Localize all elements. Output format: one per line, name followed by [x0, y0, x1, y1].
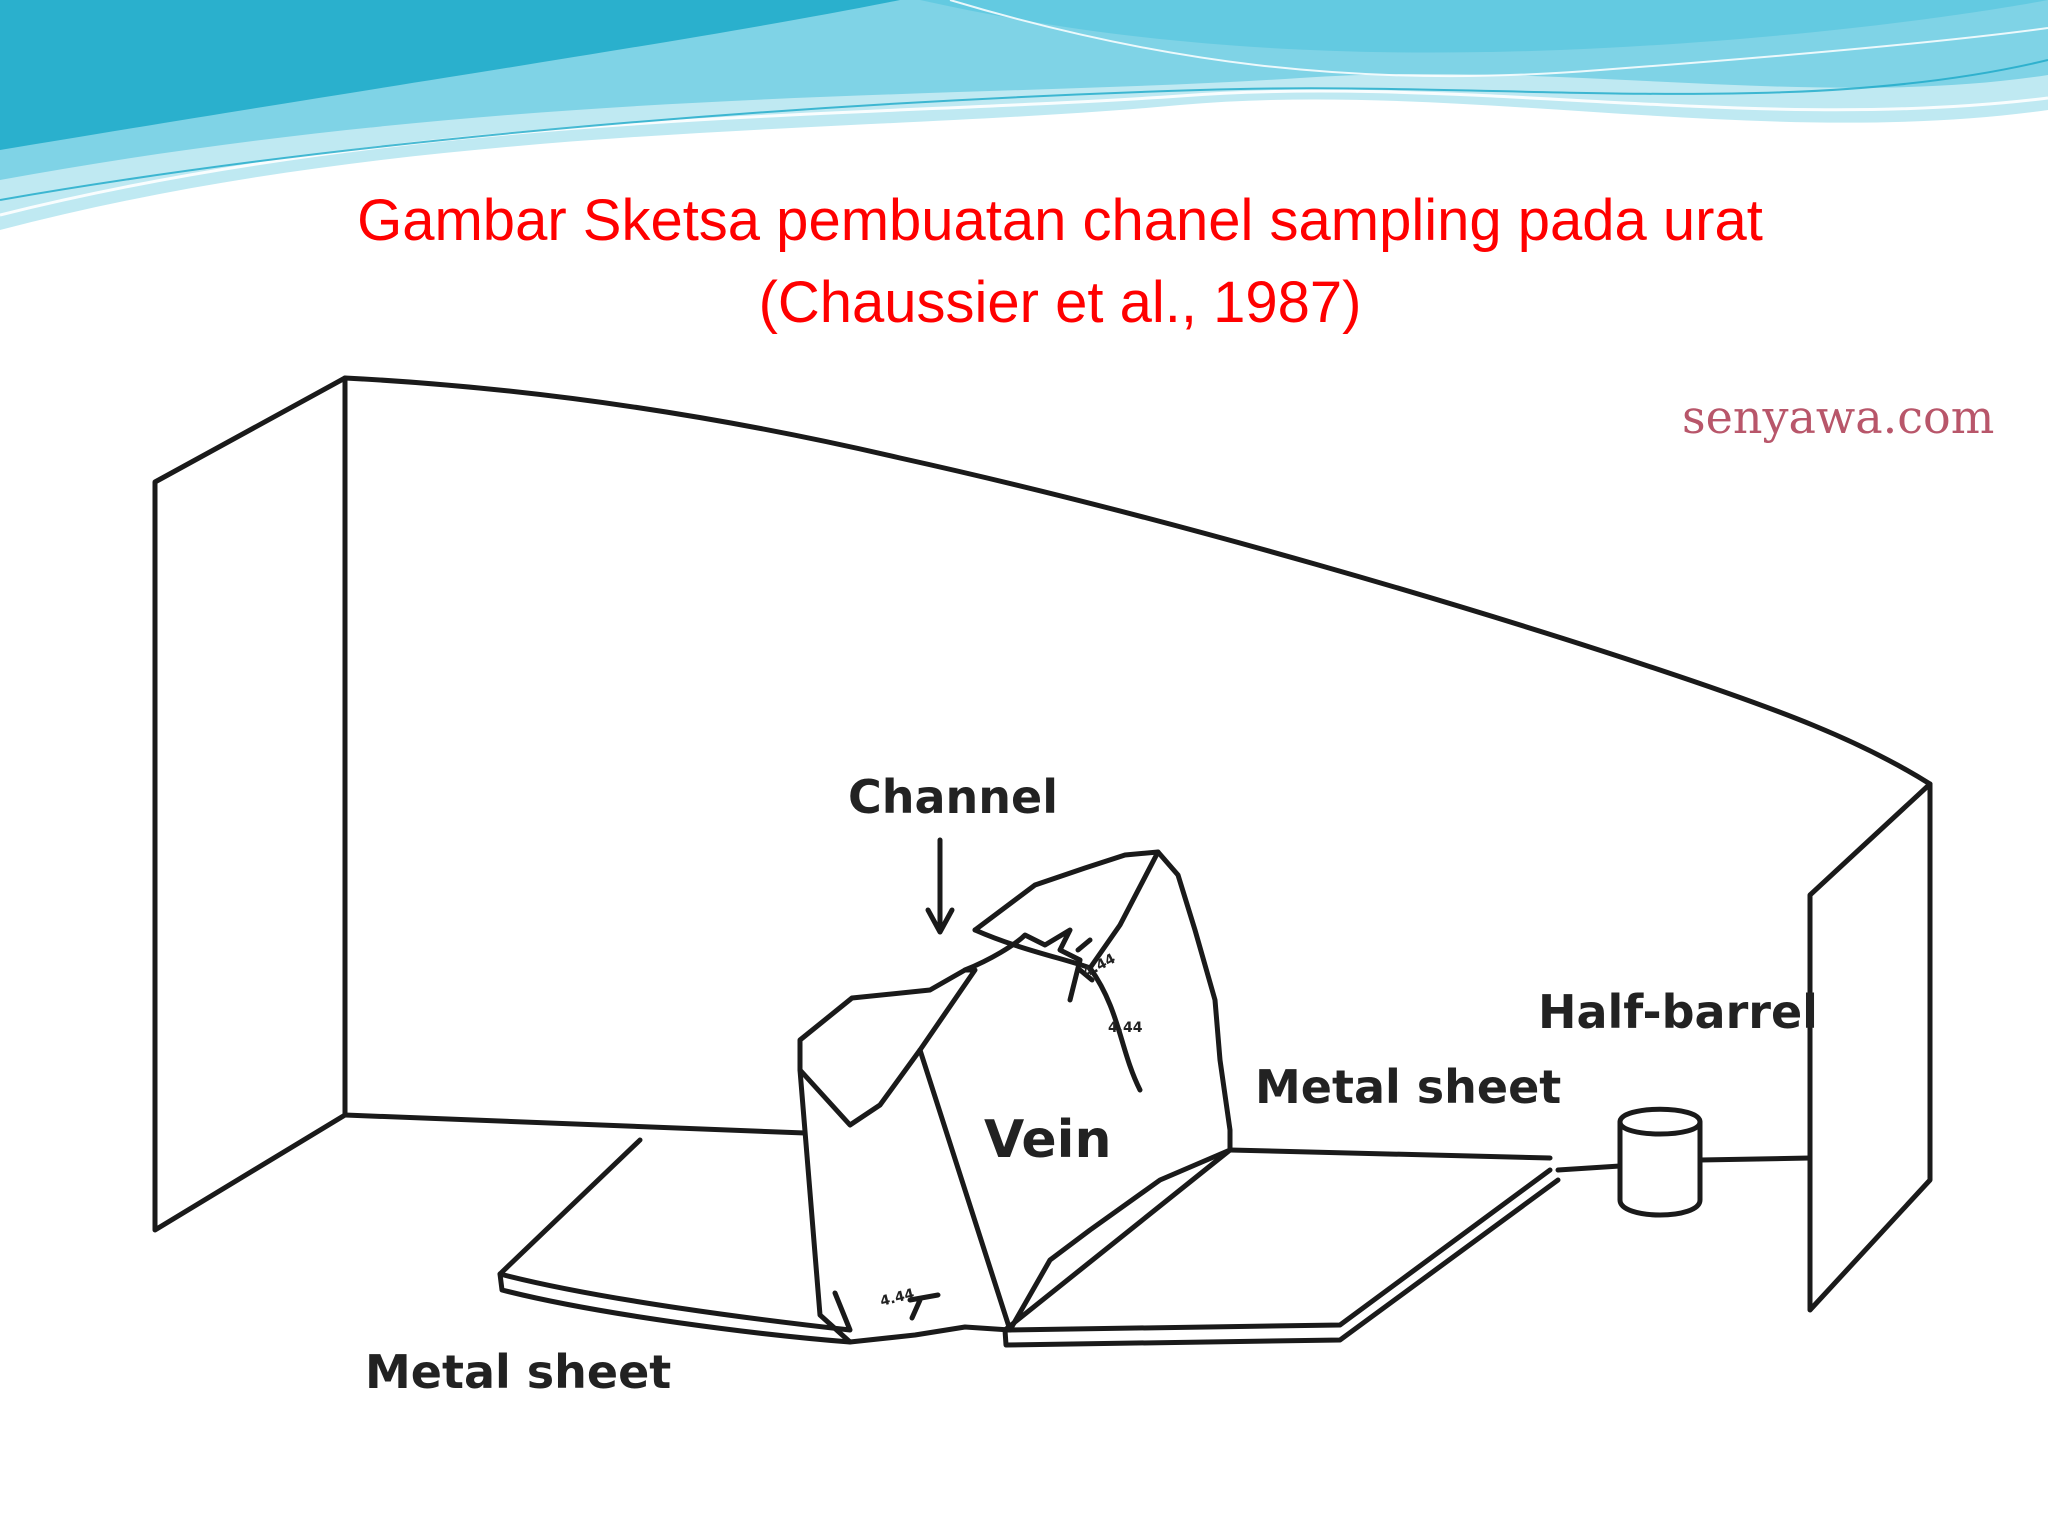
vein-block-left — [797, 967, 978, 1128]
watermark-senyawa: senyawa.com — [1682, 390, 1995, 444]
sketch-diagram: senyawa.com Channel Vein Metal sheet Hal… — [60, 370, 1994, 1470]
header-wave-decoration — [0, 0, 2048, 230]
metal-sheet-left — [497, 1137, 853, 1333]
label-metal-sheet-left: Metal sheet — [365, 1345, 672, 1399]
sketch-drawing — [152, 375, 1933, 1348]
slide-title-line2: (Chaussier et al., 1987) — [758, 270, 1362, 335]
left-side-wall — [152, 375, 348, 1233]
slide-title-line1: Gambar Sketsa pembuatan chanel sampling … — [357, 188, 1763, 253]
label-half-barrel: Half-barrel — [1538, 985, 1818, 1039]
metal-sheet-right — [1002, 1147, 1553, 1333]
label-channel: Channel — [848, 770, 1059, 824]
dimension-mark-middle: 4.44 — [1108, 1020, 1143, 1036]
floor-line-left — [342, 1112, 808, 1136]
label-metal-sheet-right: Metal sheet — [1255, 1060, 1562, 1114]
label-vein: Vein — [984, 1110, 1112, 1170]
slide-title: Gambar Sketsa pembuatan chanel sampling … — [250, 180, 1870, 344]
vein-block-right — [972, 849, 1233, 1333]
back-wall-outline — [342, 375, 1933, 787]
right-side-wall — [1807, 781, 1933, 1313]
floor-line-right — [1227, 1147, 1553, 1161]
half-barrel-shape — [1617, 1106, 1703, 1218]
